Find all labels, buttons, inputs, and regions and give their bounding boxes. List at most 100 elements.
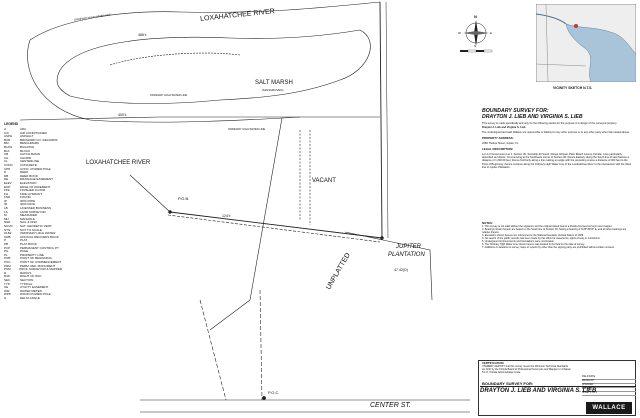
- legend-code: CH: [4, 155, 9, 160]
- legend-description: DEED BOOK: [20, 173, 38, 178]
- property-east-line: [379, 1, 383, 239]
- note-item: 2. Bearings shown hereon are based on th…: [482, 227, 627, 234]
- legend-description: ORDINARY HIGH WATER: [20, 231, 56, 236]
- legend-description: MEASURED: [20, 213, 38, 218]
- compass-n: N: [474, 14, 477, 19]
- bearing-label-2: 400'±: [118, 113, 127, 117]
- legend-description: ARC: [20, 128, 27, 131]
- legend-description: WOOD POWER POLE: [20, 292, 51, 297]
- river-outer-boundary: [29, 1, 381, 41]
- vacant-label: VACANT: [312, 178, 336, 184]
- legend-code: LS: [4, 209, 8, 214]
- legend-description: WATER METER: [20, 288, 42, 293]
- legend-description: IRON PIPE: [20, 198, 36, 203]
- legend-code: ELEV: [4, 180, 12, 185]
- legend-code: PCP: [4, 245, 11, 250]
- legend-code: CL: [4, 159, 8, 164]
- legend-code: DB: [4, 173, 9, 178]
- legend-row: WPP WOOD POWER POLE: [4, 293, 62, 297]
- legend-description: ELEVATION: [20, 180, 37, 185]
- legend-row: NGVD NAT. GEODETIC VERT.: [4, 224, 62, 229]
- legend-description: POINT OF COMMENCEMENT: [20, 259, 62, 264]
- legend-row: DB DEED BOOK: [4, 173, 62, 179]
- legend-description: ASPHALT: [20, 134, 34, 139]
- legend-code: Δ: [4, 295, 7, 300]
- compass-w: W: [458, 31, 461, 35]
- bottom-title-bar: BOUNDARY SURVEY FOR: DRAYTON J. LIEB AND…: [480, 381, 636, 401]
- bottom-owners: DRAYTON J. LIEB AND VIRGINIA S. LIEB: [480, 388, 597, 394]
- revision-row: SHEET 1 OF 1: [582, 392, 636, 396]
- legend-code: IP: [4, 198, 7, 203]
- note-item: 7. Additions or deletions to survey maps…: [482, 246, 615, 250]
- legend-title: LEGEND: [4, 122, 19, 126]
- legend-code: FH: [4, 191, 8, 196]
- legend-code: R: [4, 270, 7, 275]
- survey-parties: Drayton J. Lieb and Virginia S. Lieb: [482, 126, 526, 130]
- legend-description: NAT. GEODETIC VERT.: [20, 224, 53, 229]
- compass-s: S: [474, 44, 477, 48]
- legend-description: PERMANENT CONTROL PT: [20, 245, 59, 250]
- legend-code: WPP: [4, 292, 11, 297]
- survey-owners: DRAYTON J. LIEB AND VIRGINIA S. LIEB: [482, 114, 583, 120]
- revision-row: CHECKED: [582, 384, 636, 388]
- salt-marsh-label: SALT MARSH: [255, 80, 293, 86]
- legend-description: NAIL & DISK: [20, 220, 38, 225]
- bearing-label-1: 486'±: [138, 33, 147, 37]
- legend-code: POC: [4, 259, 11, 264]
- salt-marsh-sub: (MANGROVES): [262, 88, 284, 92]
- legend-code: N&D: [4, 220, 11, 225]
- legend-description: CENTERLINE: [20, 159, 40, 164]
- legend-row: N&D NAIL & DISK: [4, 221, 62, 225]
- legend-code: POB: [4, 256, 11, 261]
- legend-code: PB: [4, 242, 9, 246]
- legend-description: FINISHED FLOOR: [20, 188, 46, 193]
- legend-description: LAND SURVEYOR: [20, 209, 46, 214]
- jupiter-label: JUPITER: [396, 244, 422, 250]
- title-frame: [478, 360, 636, 416]
- legend-description: PLAT BOOK: [20, 242, 37, 246]
- legend-code: ORB: [4, 234, 11, 239]
- legend-code: PSM: [4, 267, 11, 272]
- legend-code: PG: [4, 249, 9, 254]
- legend-code: DE: [4, 177, 9, 182]
- vicinity-map: [536, 4, 636, 82]
- legend-description: MANHOLE: [20, 216, 35, 221]
- legend-row: IP IRON PIPE: [4, 198, 62, 204]
- legend-description: BLOCK: [20, 148, 31, 153]
- revision-row: JOB NO.: [582, 388, 636, 392]
- legend-code: NGVD: [4, 224, 13, 229]
- property-address-heading: PROPERTY ADDRESS:: [482, 136, 514, 141]
- legend-code: MH: [4, 216, 9, 221]
- notes-list: 1. This survey is not valid without the …: [482, 225, 632, 250]
- ohw-mid2-label: ORDINARY HIGH WATER LINE: [228, 128, 266, 131]
- legend-description: CONCRETE: [20, 162, 37, 167]
- salt-marsh-outline: [56, 29, 371, 104]
- legend-description: PROF. SURVEYOR & MAPPER: [19, 267, 62, 272]
- legend-code: BLK: [4, 148, 10, 153]
- legend-description: CATCH BASIN: [20, 152, 40, 157]
- legend-row: BLK BLOCK: [4, 148, 62, 154]
- river-inner-boundary: [27, 39, 301, 123]
- legend-row: ELEV ELEVATION: [4, 180, 62, 186]
- property-diag-line: [249, 117, 283, 301]
- legend-code: PL: [4, 252, 8, 257]
- legend-code: D: [4, 170, 7, 175]
- legend-description: DELTA ANGLE: [20, 295, 40, 300]
- legend-code: FND: [4, 195, 11, 200]
